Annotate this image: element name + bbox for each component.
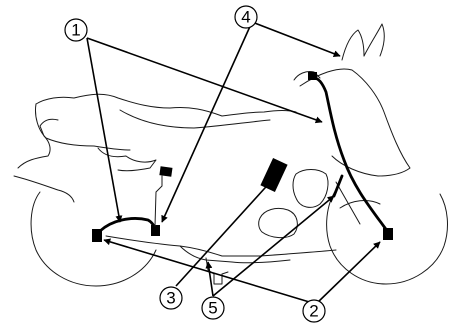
leader-lines — [86, 21, 381, 305]
side-panel — [35, 103, 131, 151]
hydraulic-line — [332, 174, 344, 198]
upper-connector — [159, 166, 173, 177]
callout-3: 3 — [159, 286, 183, 310]
front-fairing — [299, 68, 411, 177]
leader-2a — [103, 238, 317, 305]
leader-5a — [205, 261, 214, 297]
callout-4-label: 4 — [241, 8, 250, 27]
leader-4a — [161, 21, 253, 223]
leader-2b — [315, 241, 381, 305]
seat-outline — [35, 93, 297, 117]
cockpit-connector — [308, 72, 317, 80]
rear-fender — [17, 118, 59, 169]
callout-4: 4 — [234, 5, 258, 29]
front-wheel — [326, 189, 448, 285]
front-fender — [339, 200, 381, 209]
rear-connector — [151, 225, 160, 236]
callout-2-label: 2 — [309, 302, 318, 321]
callout-1-label: 1 — [71, 21, 80, 40]
callout-3-label: 3 — [166, 289, 175, 308]
components — [92, 72, 393, 242]
abs-unit — [260, 158, 288, 192]
rear-sensor-cable — [98, 217, 158, 233]
callout-2: 2 — [302, 299, 326, 323]
callout-5: 5 — [201, 296, 225, 320]
leader-5b — [212, 195, 335, 297]
motorcycle-outline — [13, 23, 448, 287]
rear-wheel — [30, 191, 157, 287]
leader-4b — [251, 21, 341, 57]
callout-5-label: 5 — [208, 299, 217, 318]
tank-line — [119, 109, 271, 129]
rear-sensor — [92, 229, 102, 242]
leader-3 — [175, 177, 275, 287]
exhaust — [13, 175, 75, 203]
callout-1: 1 — [64, 18, 88, 42]
cockpit — [293, 71, 321, 81]
lower-frame — [105, 235, 337, 257]
frame-detail — [97, 147, 157, 172]
windscreen — [341, 29, 365, 61]
front-sensor-cable — [312, 76, 390, 234]
side-stand — [205, 257, 229, 285]
engine-block — [258, 207, 298, 239]
radiator — [292, 169, 329, 208]
leader-1a — [86, 37, 123, 223]
rear-harness — [154, 175, 163, 227]
mirror — [363, 23, 385, 57]
leader-1b — [86, 37, 323, 124]
front-sensor — [383, 228, 393, 240]
engine-lower — [179, 245, 291, 264]
